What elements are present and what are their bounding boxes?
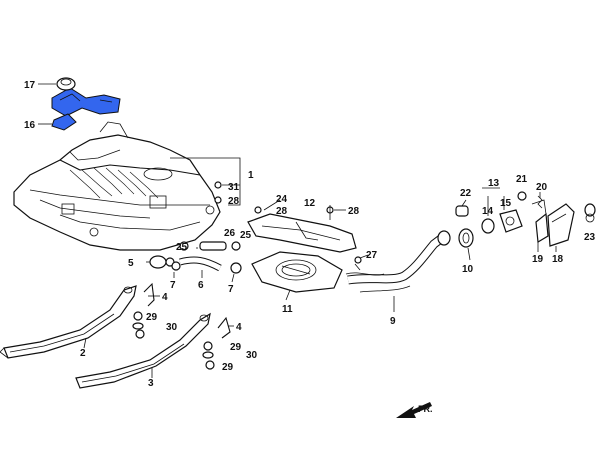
callout-4a: 4 xyxy=(162,292,168,303)
callout-22: 22 xyxy=(460,188,472,199)
callout-29a: 29 xyxy=(146,312,158,323)
filler-pipe-9[interactable] xyxy=(345,230,451,293)
filler-cap-seal-highlighted[interactable] xyxy=(51,87,121,131)
clamp-7b[interactable] xyxy=(230,262,242,274)
callout-9: 9 xyxy=(390,316,396,327)
leaders xyxy=(38,83,557,378)
clip-21[interactable] xyxy=(517,191,527,201)
callout-20: 20 xyxy=(536,182,548,193)
hose-26[interactable] xyxy=(199,241,227,251)
filler-neck-10[interactable] xyxy=(458,228,474,248)
nut-29b[interactable] xyxy=(203,341,213,351)
strap-bolt-4a[interactable] xyxy=(143,282,155,307)
bumper-23[interactable] xyxy=(584,203,596,223)
callout-31: 31 xyxy=(228,182,240,193)
part-17-cap[interactable] xyxy=(56,77,76,91)
front-arrow-label: FR. xyxy=(418,404,433,414)
callout-7b: 7 xyxy=(228,284,234,295)
callout-3: 3 xyxy=(148,378,154,389)
callout-labels: 17 16 1 31 28 24 28 12 28 25 25 26 5 6 7… xyxy=(24,80,596,389)
callout-29b: 29 xyxy=(230,342,242,353)
callout-23: 23 xyxy=(584,232,596,243)
callout-17: 17 xyxy=(24,80,36,91)
fuel-tank[interactable] xyxy=(13,121,221,251)
callout-24: 24 xyxy=(276,194,288,205)
tank-strap-rear[interactable] xyxy=(75,312,211,389)
callout-6: 6 xyxy=(198,280,204,291)
gasket-14[interactable] xyxy=(481,218,495,234)
washer-30a[interactable] xyxy=(132,322,144,330)
callout-26: 26 xyxy=(224,228,236,239)
breather-hose-6[interactable] xyxy=(179,256,222,272)
clip-25b[interactable] xyxy=(231,241,241,251)
callout-30a: 30 xyxy=(166,322,178,333)
callout-21: 21 xyxy=(516,174,528,185)
front-direction-arrow: FR. xyxy=(396,402,433,418)
strap-bolt-4b[interactable] xyxy=(217,316,231,339)
callout-28a: 28 xyxy=(228,196,240,207)
callout-15: 15 xyxy=(500,198,512,209)
callout-29c: 29 xyxy=(222,362,234,373)
callout-1: 1 xyxy=(248,170,254,181)
tank-cover-12[interactable] xyxy=(247,213,357,253)
tank-strap-front[interactable] xyxy=(0,285,137,359)
callout-13: 13 xyxy=(488,178,500,189)
callout-28b: 28 xyxy=(276,206,288,217)
bolt-24[interactable] xyxy=(254,206,262,214)
bolt-28-left[interactable] xyxy=(214,196,222,204)
hinge-19[interactable] xyxy=(531,199,549,244)
callout-4b: 4 xyxy=(236,322,242,333)
nut-29a[interactable] xyxy=(133,311,143,321)
callout-14: 14 xyxy=(482,206,494,217)
clip-25a[interactable] xyxy=(179,241,189,251)
callout-28c: 28 xyxy=(348,206,360,217)
callout-25b: 25 xyxy=(240,230,252,241)
callout-25a: 25 xyxy=(176,242,188,253)
fuel-lid-18[interactable] xyxy=(547,203,575,247)
callout-10: 10 xyxy=(462,264,474,275)
callout-11: 11 xyxy=(282,304,293,315)
leader-1 xyxy=(170,157,241,206)
clamp-7a[interactable] xyxy=(171,261,181,271)
callout-7a: 7 xyxy=(170,280,176,291)
clip-27[interactable] xyxy=(354,256,362,264)
nut-29a-lower[interactable] xyxy=(135,329,145,339)
grommet-22[interactable] xyxy=(455,205,469,217)
callout-27: 27 xyxy=(366,250,378,261)
joint-5[interactable] xyxy=(149,255,175,269)
callout-16: 16 xyxy=(24,120,36,131)
callout-12: 12 xyxy=(304,198,316,209)
callout-18: 18 xyxy=(552,254,564,265)
callout-5: 5 xyxy=(128,258,134,269)
callout-30b: 30 xyxy=(246,350,258,361)
nut-29c[interactable] xyxy=(205,360,215,370)
callout-19: 19 xyxy=(532,254,544,265)
fuel-gauge-unit-11[interactable] xyxy=(251,251,343,293)
filler-cap-15[interactable] xyxy=(499,209,523,233)
washer-30b[interactable] xyxy=(202,351,214,359)
callout-2: 2 xyxy=(80,348,86,359)
bolt-31[interactable] xyxy=(214,181,222,189)
